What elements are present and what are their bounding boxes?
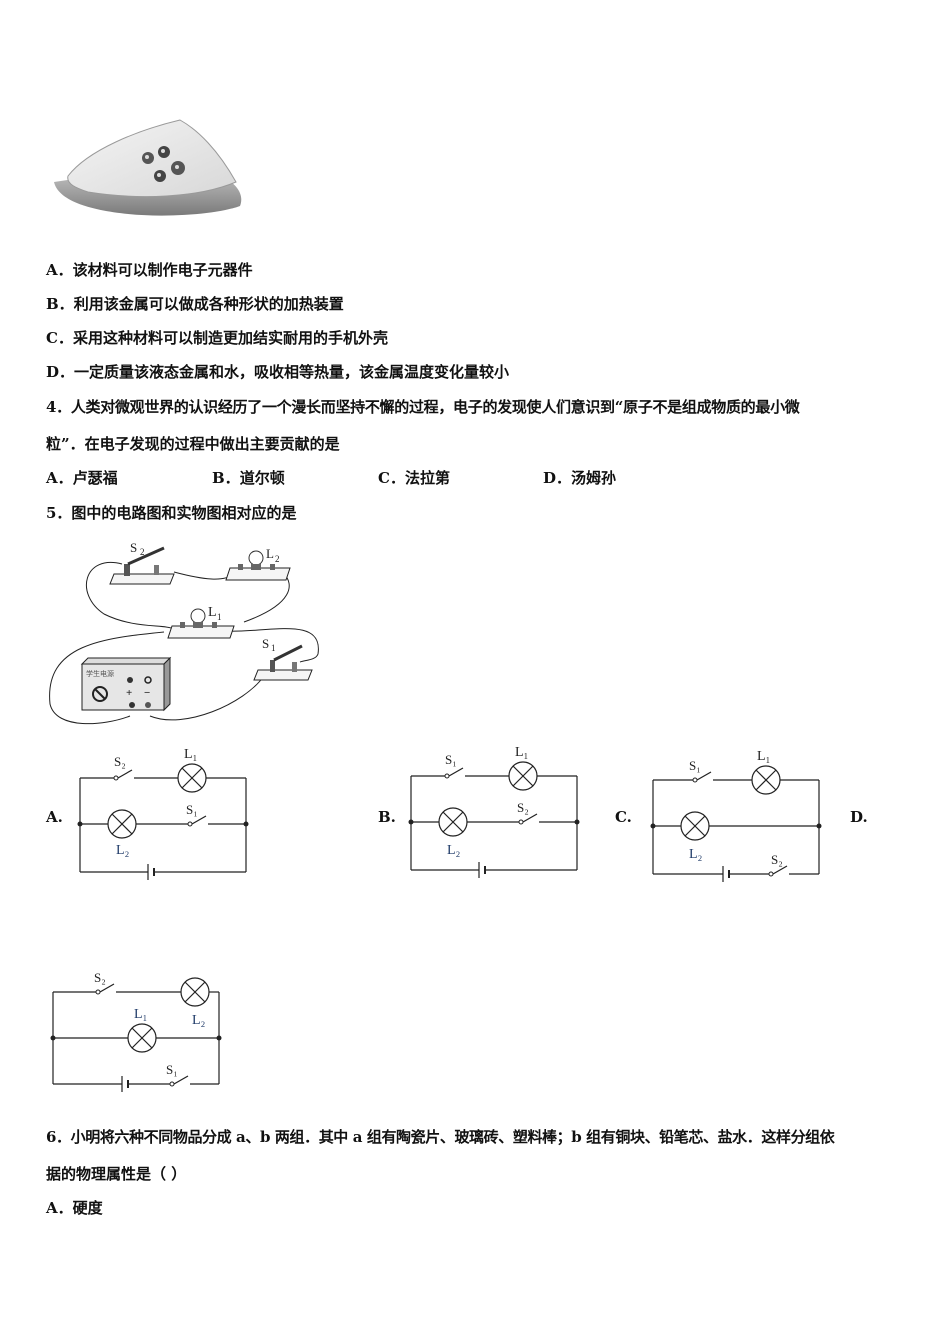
liquid-metal-image	[48, 110, 248, 220]
q4-stem-line1: 4．人类对微观世界的认识经历了一个漫长而坚持不懈的过程，电子的发现使人们意识到“…	[46, 398, 800, 416]
power-supply-figure: 学生电源 + −	[80, 656, 172, 712]
svg-text:L₁: L₁	[757, 749, 770, 764]
svg-text:S₂: S₂	[114, 754, 126, 769]
option-key: A．	[46, 261, 73, 279]
option-key: C．	[46, 329, 73, 347]
switch-s1-figure: S 1	[253, 636, 313, 681]
q5-option-c-label[interactable]: C.	[615, 808, 632, 826]
svg-text:2: 2	[140, 547, 145, 557]
q4-option-d[interactable]: D．汤姆孙	[543, 468, 616, 488]
q5-option-a-label[interactable]: A.	[46, 808, 63, 826]
q3-option-c[interactable]: C．采用这种材料可以制造更加结实耐用的手机外壳	[46, 328, 388, 348]
circuit-diagram-c[interactable]: S₁ L₁ L₂ S₂	[643, 744, 833, 884]
option-key: A．	[46, 469, 73, 487]
svg-text:L₂: L₂	[689, 847, 703, 862]
q5-option-b-label[interactable]: B.	[378, 808, 396, 826]
option-text: 卢瑟福	[72, 469, 118, 487]
svg-text:S₂: S₂	[771, 852, 783, 867]
svg-text:2: 2	[275, 554, 280, 564]
q3-option-a[interactable]: A．该材料可以制作电子元器件	[46, 260, 253, 280]
svg-text:S₂: S₂	[94, 970, 106, 985]
option-key: B．	[46, 295, 74, 313]
svg-text:1: 1	[271, 643, 276, 653]
svg-text:S₁: S₁	[186, 802, 198, 817]
svg-text:L₂: L₂	[192, 1013, 206, 1028]
physical-circuit-diagram: S 2 L 2 L 1 S 1	[44, 534, 334, 730]
svg-text:L₂: L₂	[447, 843, 461, 858]
option-text: 一定质量该液态金属和水，吸收相等热量，该金属温度变化量较小	[74, 363, 510, 381]
option-text: 汤姆孙	[571, 469, 617, 487]
option-key: A．	[46, 1199, 73, 1217]
q3-option-b[interactable]: B．利用该金属可以做成各种形状的加热装置	[46, 294, 344, 314]
svg-text:L: L	[208, 605, 217, 620]
circuit-diagram-b[interactable]: S₁ L₁ L₂ S₂	[401, 742, 591, 882]
option-key: D．	[543, 469, 572, 487]
option-text: 法拉第	[404, 469, 450, 487]
lamp-l2-figure: L 2	[225, 546, 291, 581]
q4-option-b[interactable]: B．道尔顿	[212, 468, 285, 488]
svg-text:−: −	[144, 687, 150, 699]
q6-stem-line2: 据的物理属性是（ ）	[46, 1165, 187, 1183]
option-key: B．	[212, 469, 240, 487]
svg-text:L: L	[266, 546, 274, 561]
option-text: 道尔顿	[239, 469, 285, 487]
svg-text:S₁: S₁	[445, 752, 457, 767]
option-key: C．	[378, 469, 405, 487]
q4-option-c[interactable]: C．法拉第	[378, 468, 450, 488]
svg-text:L₁: L₁	[134, 1007, 147, 1022]
circuit-diagram-a[interactable]: S₂ L₁ L₂ S₁	[70, 744, 260, 884]
svg-text:L₁: L₁	[184, 747, 197, 762]
q6-stem-line1: 6．小明将六种不同物品分成 a、b 两组．其中 a 组有陶瓷片、玻璃砖、塑料棒；…	[46, 1128, 835, 1146]
q5-option-d-label[interactable]: D.	[850, 808, 868, 826]
svg-text:1: 1	[217, 612, 222, 622]
q5-stem: 5．图中的电路图和实物图相对应的是	[46, 504, 297, 522]
q4-stem-line2: 粒”．在电子发现的过程中做出主要贡献的是	[46, 435, 340, 453]
svg-text:L₁: L₁	[515, 745, 528, 760]
svg-text:S: S	[130, 540, 137, 555]
svg-text:S₂: S₂	[517, 800, 529, 815]
svg-text:L₂: L₂	[116, 843, 130, 858]
q4-option-a[interactable]: A．卢瑟福	[46, 468, 118, 488]
option-key: D．	[46, 363, 75, 381]
svg-text:S₁: S₁	[166, 1062, 178, 1077]
q3-option-d[interactable]: D．一定质量该液态金属和水，吸收相等热量，该金属温度变化量较小	[46, 362, 509, 382]
svg-text:学生电源: 学生电源	[86, 669, 114, 678]
switch-s2-figure: S 2	[109, 540, 175, 585]
svg-text:+: +	[126, 687, 132, 699]
svg-text:S₁: S₁	[689, 758, 701, 773]
circuit-diagram-d[interactable]: S₂ L₂ L₁ S₁	[44, 962, 234, 1092]
q6-option-a[interactable]: A．硬度	[46, 1198, 103, 1218]
option-text: 采用这种材料可以制造更加结实耐用的手机外壳	[72, 329, 388, 347]
option-text: 利用该金属可以做成各种形状的加热装置	[73, 295, 344, 313]
option-text: 该材料可以制作电子元器件	[72, 261, 253, 279]
lamp-l1-figure: L 1	[167, 605, 235, 639]
svg-text:S: S	[262, 636, 269, 651]
option-text: 硬度	[72, 1199, 103, 1217]
